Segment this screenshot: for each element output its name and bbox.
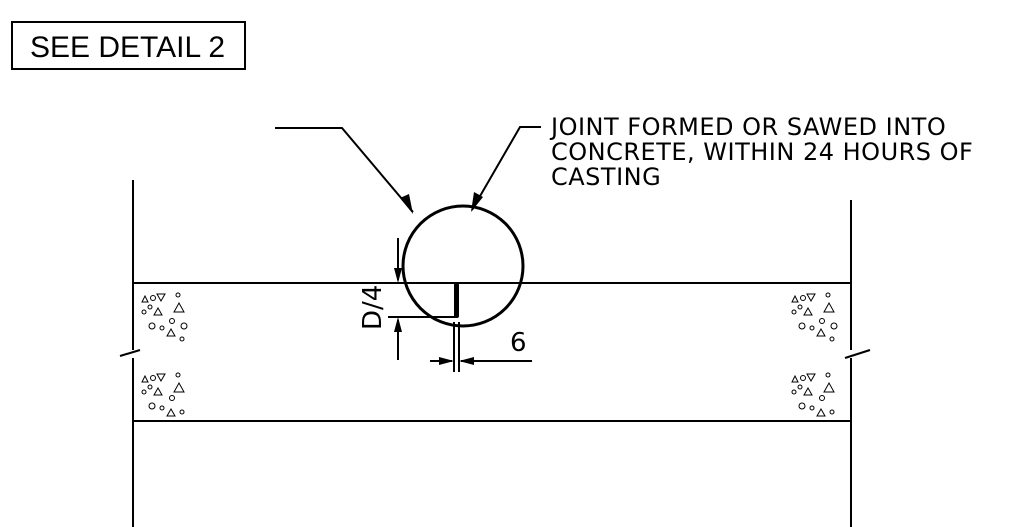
left-leader-arrowhead [400,194,413,214]
right-break-mark [844,349,871,359]
width-dimension-label: 6 [510,328,527,358]
detail-reference-frame [11,21,246,70]
detail-circle [401,204,525,328]
concrete-slab [133,282,851,422]
aggregate-right-lower [791,372,835,417]
depth-dimension-label: D/4 [358,285,388,330]
width-dimension-right-arrow [459,357,474,365]
joint-note-line-1: JOINT FORMED OR SAWED INTO [549,113,946,141]
slab-edges [119,180,871,527]
right-leader-line [471,126,541,211]
left-leader-line [275,127,414,213]
detail-reference-box: SEE DETAIL 2 [11,21,246,70]
detail-reference-label: SEE DETAIL 2 [30,31,225,64]
width-dimension: 6 [430,322,532,372]
aggregate-left-lower [141,372,185,417]
depth-dimension-upper-arrow [394,268,402,283]
joint-cut [454,283,459,318]
joint-note-line-2: CONCRETE, WITHIN 24 HOURS OF [551,138,973,166]
aggregate-left-upper [141,292,188,342]
width-dimension-left-arrow [439,357,454,365]
depth-dimension: D/4 [358,238,455,360]
left-leader [275,127,414,214]
right-leader [471,126,541,212]
left-break-mark [119,349,141,357]
joint-note: JOINT FORMED OR SAWED INTO CONCRETE, WIT… [549,113,973,191]
aggregate-right-upper [791,292,838,342]
depth-dimension-lower-arrow [394,317,402,332]
joint-note-line-3: CASTING [551,163,661,191]
